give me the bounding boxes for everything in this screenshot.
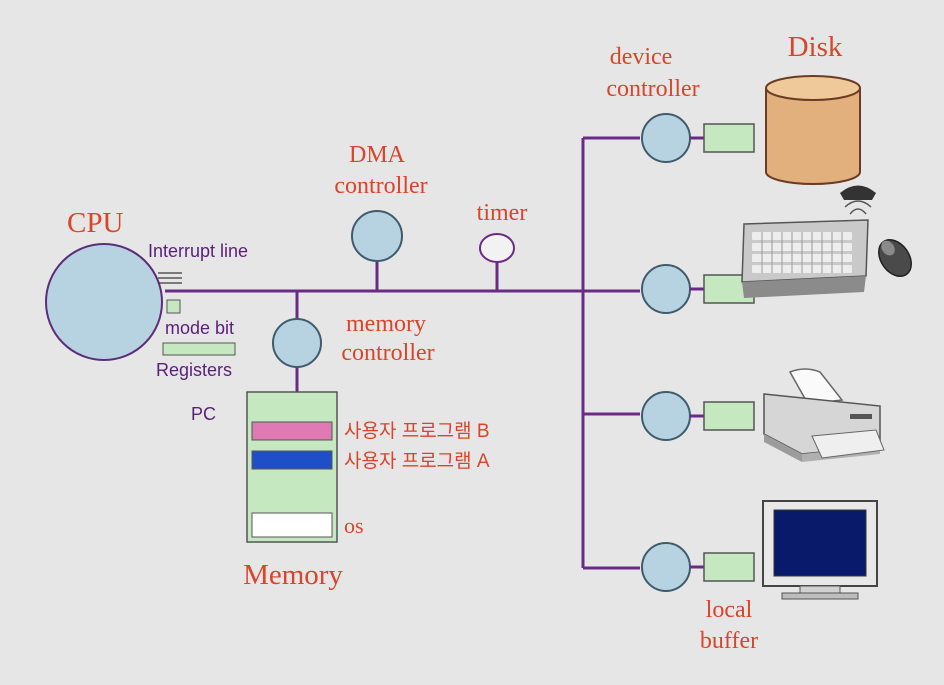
local-buffer-label-line2: buffer (700, 628, 758, 654)
device-controller-disk: device controller (606, 44, 755, 163)
interrupt-line-label: Interrupt line (148, 241, 248, 261)
dma-controller: DMA controller (334, 142, 428, 262)
cpu: CPU Interrupt line mode bit Registers PC (45, 207, 248, 424)
os-segment (251, 512, 333, 538)
pc-label: PC (191, 404, 216, 424)
device-controller-printer (641, 391, 755, 441)
device-controller-label-line1: device (610, 44, 673, 70)
mouse-icon (878, 239, 912, 277)
memory: 사용자 프로그램 B 사용자 프로그램 A os Memory (243, 391, 490, 591)
registers-box (162, 342, 236, 356)
timer-circle (479, 233, 515, 263)
system-bus (165, 136, 640, 570)
device-controller-keyboard (641, 264, 755, 314)
disk-buffer (703, 123, 755, 153)
printer-controller-circle (641, 391, 691, 441)
timer: timer (477, 200, 528, 263)
dma-circle (351, 210, 403, 262)
memory-label: Memory (243, 559, 343, 591)
device-controller-label-line2: controller (606, 76, 699, 102)
registers-label: Registers (156, 360, 232, 380)
printer-buffer (703, 401, 755, 431)
program-b-label: 사용자 프로그램 B (344, 420, 490, 442)
program-a-label: 사용자 프로그램 A (344, 450, 490, 472)
device-controller-monitor: local buffer (641, 542, 758, 654)
memctl-circle (272, 318, 322, 368)
local-buffer (703, 552, 755, 582)
dma-label-line2: controller (334, 173, 427, 199)
memctl-label-line2: controller (341, 340, 434, 366)
keyboard-controller-circle (641, 264, 691, 314)
timer-label: timer (477, 200, 528, 226)
disk-label: Disk (788, 31, 843, 63)
local-buffer-label-line1: local (706, 597, 753, 623)
cpu-circle (45, 243, 163, 361)
cpu-label: CPU (67, 207, 123, 239)
disk-icon: Disk (765, 31, 861, 185)
keyboard-icon (741, 185, 876, 298)
monitor-controller-circle (641, 542, 691, 592)
disk-controller-circle (641, 113, 691, 163)
os-label: os (344, 513, 364, 538)
monitor-icon (762, 500, 878, 600)
mode-bit-label: mode bit (165, 318, 234, 338)
interrupt-line-marks (158, 272, 182, 284)
memctl-label-line1: memory (346, 311, 426, 337)
mode-bit-box (166, 299, 181, 314)
memory-controller: memory controller (272, 311, 435, 368)
program-a-segment (251, 450, 333, 470)
program-b-segment (251, 421, 333, 441)
printer-icon (763, 368, 885, 462)
dma-label-line1: DMA (349, 142, 406, 168)
